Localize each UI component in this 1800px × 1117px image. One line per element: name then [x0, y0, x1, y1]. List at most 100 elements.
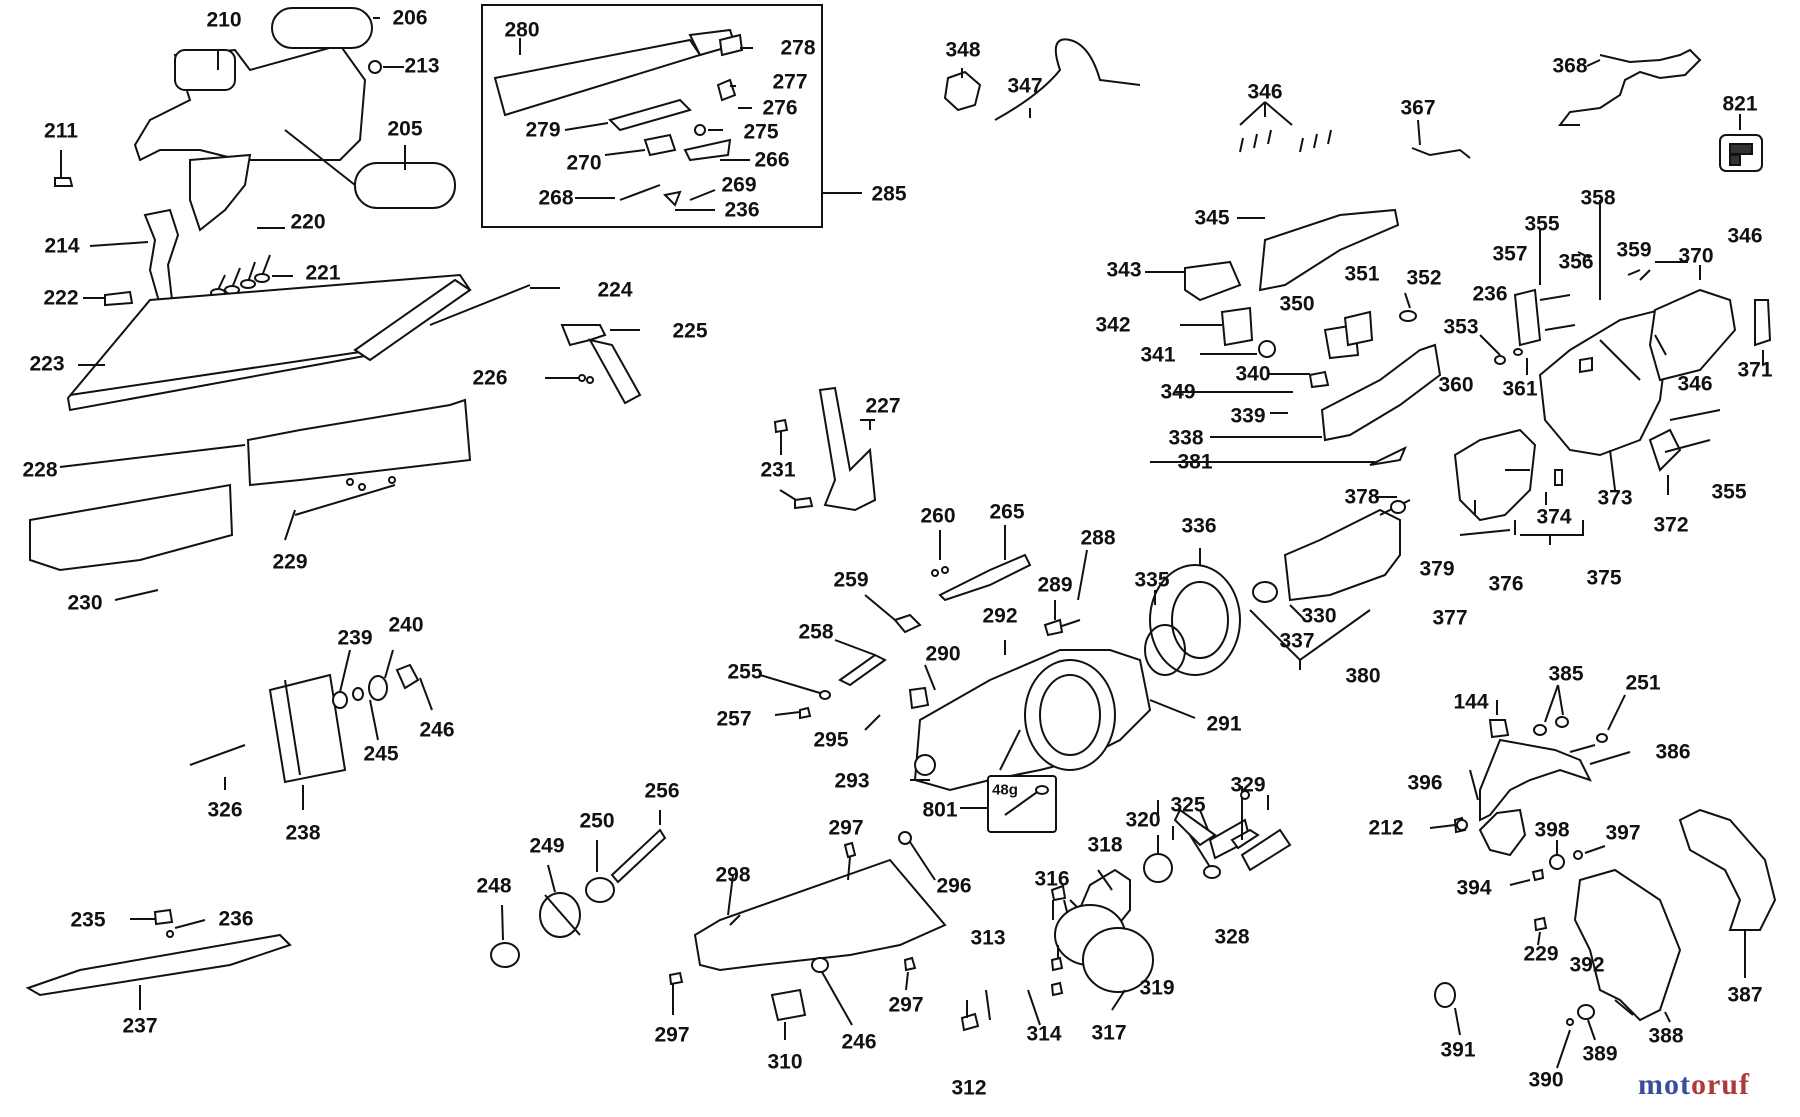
wire-367 — [1411, 119, 1471, 159]
part-label-346c: 346 — [1677, 372, 1713, 396]
part-label-328: 328 — [1214, 925, 1250, 949]
part-label-398: 398 — [1534, 818, 1570, 842]
part-label-355b: 355 — [1711, 480, 1747, 504]
part-label-288: 288 — [1080, 526, 1116, 550]
lower-blade-guard-group — [1429, 684, 1631, 951]
part-label-336: 336 — [1181, 514, 1217, 538]
part-label-229b: 229 — [1523, 942, 1559, 966]
pins-346 — [1239, 101, 1332, 153]
part-label-213: 213 — [404, 54, 440, 78]
part-label-358: 358 — [1580, 186, 1616, 210]
part-label-388: 388 — [1648, 1024, 1684, 1048]
part-label-359: 359 — [1616, 238, 1652, 262]
part-label-295: 295 — [813, 728, 849, 752]
part-label-341: 341 — [1140, 343, 1176, 367]
wire-harness-368 — [1557, 48, 1702, 126]
part-label-236: 236 — [724, 198, 760, 222]
part-label-345: 345 — [1194, 206, 1230, 230]
part-label-385: 385 — [1548, 662, 1584, 686]
part-label-342: 342 — [1095, 313, 1131, 337]
part-label-360: 360 — [1438, 373, 1474, 397]
motor-housing — [1538, 265, 1772, 495]
part-label-356: 356 — [1558, 250, 1594, 274]
part-label-229: 229 — [272, 550, 308, 574]
part-label-227: 227 — [865, 394, 901, 418]
part-label-313: 313 — [970, 926, 1006, 950]
part-label-392: 392 — [1569, 953, 1605, 977]
part-label-290: 290 — [925, 642, 961, 666]
part-label-346b: 346 — [1727, 224, 1763, 248]
part-label-317: 317 — [1091, 1021, 1127, 1045]
part-label-312: 312 — [951, 1076, 987, 1100]
part-label-292: 292 — [982, 604, 1018, 628]
saw-table — [66, 273, 560, 412]
part-label-372: 372 — [1653, 513, 1689, 537]
blade-guard-assembly — [54, 7, 456, 232]
spring-parts — [834, 549, 1088, 687]
part-label-225: 225 — [672, 319, 708, 343]
part-label-211: 211 — [44, 119, 78, 143]
part-label-258: 258 — [798, 620, 834, 644]
part-label-391: 391 — [1440, 1038, 1476, 1062]
part-label-249: 249 — [529, 834, 565, 858]
rail-237 — [25, 908, 292, 1010]
part-label-228: 228 — [22, 458, 58, 482]
screw-set — [210, 227, 293, 298]
switch-housing — [1145, 208, 1442, 466]
spindle-parts — [1054, 786, 1292, 1011]
block-238 — [268, 673, 347, 810]
washer-set — [189, 649, 433, 790]
part-label-361: 361 — [1502, 377, 1538, 401]
gear-housing — [759, 640, 1196, 792]
part-label-293: 293 — [834, 769, 870, 793]
part-label-239: 239 — [337, 626, 373, 650]
part-label-240: 240 — [388, 613, 424, 637]
part-label-340: 340 — [1235, 362, 1271, 386]
part-label-230: 230 — [67, 591, 103, 615]
part-label-355: 355 — [1524, 212, 1560, 236]
part-label-277: 277 — [772, 70, 808, 94]
small-parts-bottom-right — [1434, 982, 1596, 1069]
part-label-246b: 246 — [841, 1030, 877, 1054]
part-label-350: 350 — [1279, 292, 1315, 316]
part-label-389: 389 — [1582, 1042, 1618, 1066]
grease-box-801 — [960, 775, 1057, 833]
part-label-368: 368 — [1552, 54, 1588, 78]
part-label-214: 214 — [44, 234, 80, 258]
part-label-236c: 236 — [218, 907, 254, 931]
part-label-291: 291 — [1206, 712, 1242, 736]
part-label-278: 278 — [780, 36, 816, 60]
blade-guard-plate-227 — [773, 386, 877, 512]
handle-225 — [545, 324, 642, 405]
part-label-206: 206 — [392, 6, 428, 30]
part-label-144: 144 — [1453, 690, 1489, 714]
nuts-bolts-bottom — [960, 884, 1067, 1032]
part-label-285: 285 — [871, 182, 907, 206]
part-label-390: 390 — [1528, 1068, 1564, 1092]
cord-347 — [994, 38, 1141, 121]
part-label-316: 316 — [1034, 867, 1070, 891]
subassembly-box-285 — [481, 4, 823, 228]
part-label-310: 310 — [767, 1050, 803, 1074]
part-label-347: 347 — [1007, 74, 1043, 98]
part-label-351: 351 — [1344, 262, 1380, 286]
part-label-319: 319 — [1139, 976, 1175, 1000]
part-label-248: 248 — [476, 874, 512, 898]
screw-222 — [104, 290, 134, 307]
part-label-223: 223 — [29, 352, 65, 376]
box-285-parts — [493, 28, 862, 211]
armature — [1249, 496, 1411, 670]
watermark-logo: motoruf — [1638, 1068, 1750, 1101]
part-label-260: 260 — [920, 504, 956, 528]
part-label-377: 377 — [1432, 606, 1468, 630]
part-label-396: 396 — [1407, 771, 1443, 795]
part-label-386: 386 — [1655, 740, 1691, 764]
knob-348 — [943, 68, 982, 112]
part-label-337: 337 — [1279, 629, 1315, 653]
part-label-279: 279 — [525, 118, 561, 142]
part-label-343: 343 — [1106, 258, 1142, 282]
part-label-269: 269 — [721, 173, 757, 197]
part-label-325: 325 — [1170, 793, 1206, 817]
